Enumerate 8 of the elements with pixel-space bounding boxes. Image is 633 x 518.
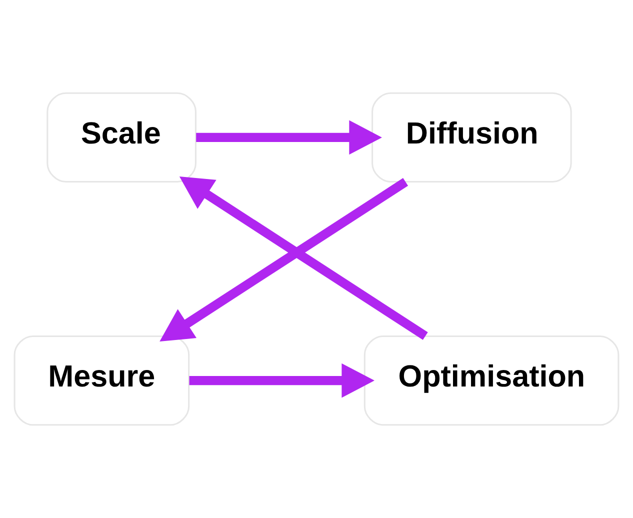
node-box: Optimisation [364,335,620,426]
node-box: Mesure [14,335,190,426]
node-box: Diffusion [372,92,572,183]
arrow [179,176,428,340]
node-box: Scale [46,92,196,183]
arrow [196,120,382,155]
arrow [189,363,374,398]
arrow [160,178,408,342]
